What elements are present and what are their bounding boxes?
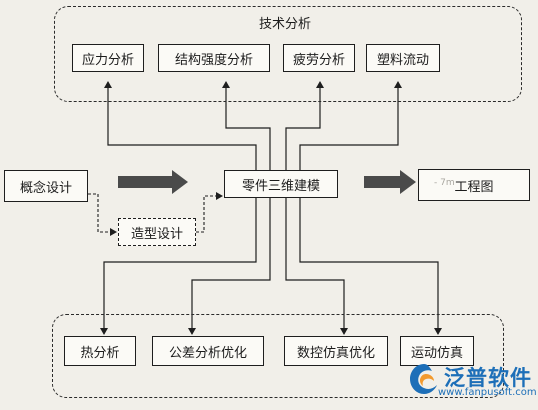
drawing-faint-mark: - 7m: [434, 178, 455, 188]
logo-url: www.fanpusoft.com: [438, 387, 537, 398]
dashed-arrow-to-modeling: [196, 192, 223, 233]
styling-design-box: 造型设计: [118, 218, 196, 246]
plastic-flow-box: 塑料流动: [366, 44, 440, 72]
structural-strength-box: 结构强度分析: [158, 44, 270, 72]
arrow-to-fatigue: [285, 81, 324, 172]
arrow-to-plastic: [299, 81, 402, 172]
stress-analysis-box: 应力分析: [72, 44, 144, 72]
dashed-arrow-to-styling: [88, 193, 117, 236]
simulation-group: [52, 314, 504, 398]
motion-simulation-box: 运动仿真: [400, 336, 474, 366]
arrow-to-motion: [299, 198, 442, 335]
technical-analysis-title: 技术分析: [258, 17, 312, 32]
thick-arrow-right: [364, 170, 416, 194]
arrow-to-structure: [222, 81, 271, 172]
arrow-to-stress: [104, 81, 257, 172]
tolerance-optimization-box: 公差分析优化: [152, 336, 264, 366]
nc-simulation-box: 数控仿真优化: [284, 336, 388, 366]
engineering-drawing-box: 工程图: [418, 169, 530, 201]
fanpusoft-logo: 泛普软件 www.fanpusoft.com: [408, 360, 537, 406]
concept-design-box: 概念设计: [4, 170, 88, 202]
logo-swirl-icon: [410, 364, 437, 394]
arrow-to-nc: [285, 198, 348, 335]
thermal-analysis-box: 热分析: [64, 336, 136, 366]
logo-name: 泛普软件: [444, 366, 532, 390]
arrow-to-tolerance: [188, 198, 271, 335]
fatigue-analysis-box: 疲劳分析: [283, 44, 355, 72]
arrow-to-thermal: [100, 198, 257, 335]
thick-arrow-left: [118, 170, 188, 194]
part-3d-modeling-box: 零件三维建模: [224, 170, 338, 198]
technical-analysis-group: [54, 6, 522, 102]
